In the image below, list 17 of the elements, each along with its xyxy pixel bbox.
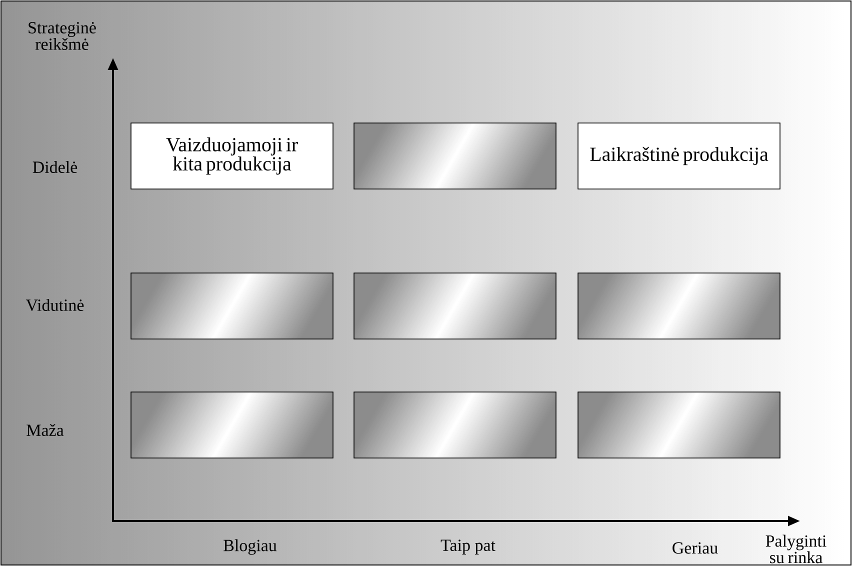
axis-label: Didelė	[32, 161, 78, 173]
shaded-box	[354, 392, 556, 458]
axis-label: Vidutinė	[26, 298, 84, 312]
shaded-box	[354, 272, 556, 340]
shaded-box	[130, 272, 334, 340]
axis-label: Taip pat	[440, 540, 496, 554]
shaded-box	[130, 392, 334, 458]
text-box: Vaizduojamoji ir kita produkcija	[130, 122, 334, 190]
axis-label: Maža	[26, 424, 64, 436]
shaded-box	[354, 122, 556, 190]
shaded-box	[578, 272, 780, 340]
axis-label: Blogiau	[224, 539, 277, 555]
axis-title: Palyginti su rinka	[766, 534, 826, 564]
axis-title: Strateginė reikšmė	[28, 22, 96, 50]
text-box: Laikraštinė produkcija	[578, 122, 780, 190]
axis-label: Geriau	[672, 542, 718, 554]
shaded-box	[578, 392, 780, 458]
